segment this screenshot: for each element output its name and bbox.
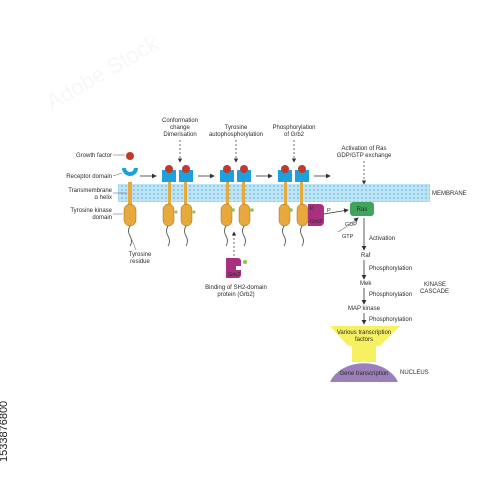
phosphorylation-label-2: Phosphorylation bbox=[369, 292, 412, 298]
ras-protein bbox=[350, 202, 374, 216]
p-label-2: P bbox=[327, 208, 331, 214]
transcription-factor-arrow bbox=[330, 326, 400, 362]
mek-label: Mek bbox=[360, 281, 372, 287]
raf-label: Raf bbox=[361, 253, 371, 259]
binding-sh2-label-1: Binding of SH2-domain bbox=[205, 285, 267, 291]
tyrosine-auto-label-1: Tyrosine bbox=[225, 125, 248, 131]
grb2-free-label: Grb2 bbox=[228, 272, 240, 278]
gtp-label: GTP bbox=[342, 234, 354, 240]
binding-sh2-label-2: protein (Grb2) bbox=[217, 292, 254, 298]
tyrosine-residue-label-1: Tyrosine bbox=[129, 252, 152, 258]
map-kinase-label: MAP kinase bbox=[348, 306, 381, 312]
gdp-label: GDP bbox=[345, 222, 357, 228]
kinase-cascade-label-2: CASCADE bbox=[420, 289, 449, 295]
receptor-monomer bbox=[122, 152, 138, 247]
receptor-domain-label: Receptor domain bbox=[66, 174, 112, 180]
receptor-dimer-3 bbox=[220, 165, 254, 247]
tyrosine-residue-label-2: residue bbox=[130, 259, 150, 265]
transmembrane-label-1: Transmembrane bbox=[68, 188, 112, 194]
phosphorylation-label-3: Phosphorylation bbox=[369, 317, 412, 323]
conformation-label-2: change bbox=[170, 125, 190, 131]
nucleus-shape bbox=[330, 363, 398, 382]
receptor-dimer-4 bbox=[278, 165, 324, 247]
tyrosine-tail bbox=[128, 225, 132, 247]
tyrosine-kinase-label-2: domain bbox=[92, 215, 112, 221]
receptor-dimer-2 bbox=[162, 165, 196, 247]
activation-ras-label-2: GDP/GTP exchange bbox=[337, 153, 392, 159]
membrane-label: MEMBRANE bbox=[432, 191, 467, 197]
phos-grb2-label-2: of Grb2 bbox=[284, 132, 305, 138]
activation-ras-label-1: Activation of Ras bbox=[341, 146, 386, 152]
gene-transcription-label: Gene transcription bbox=[339, 371, 388, 377]
gtp-to-gdp-arrow bbox=[337, 217, 359, 233]
grb2-to-ras-arrow bbox=[323, 208, 349, 215]
membrane-dots bbox=[118, 184, 430, 202]
conformation-label-1: Conformation bbox=[162, 118, 198, 124]
various-tf-label-1: Various transcription bbox=[337, 330, 391, 336]
phos-grb2-label-1: Phosphorylation bbox=[272, 125, 315, 131]
image-id-text: 1533876800 bbox=[0, 400, 10, 462]
growth-factor-ligand bbox=[126, 152, 134, 160]
grb2-bound-protein bbox=[308, 204, 324, 226]
grb2-free-phosphate bbox=[243, 260, 247, 264]
tyrosine-auto-label-2: autophosphorylation bbox=[209, 132, 263, 138]
transmembrane-label-2: α helix bbox=[95, 195, 112, 201]
ras-label: Ras bbox=[357, 207, 368, 213]
activation-label: Activation bbox=[369, 236, 395, 242]
kinase-cascade-label-1: KINASE bbox=[424, 282, 446, 288]
conformation-label-3: Dimerisation bbox=[163, 132, 196, 138]
p-label-1: P bbox=[310, 206, 314, 212]
transmembrane-helix bbox=[128, 182, 132, 204]
various-tf-label-2: factors bbox=[355, 337, 373, 343]
tyrosine-kinase-domain bbox=[123, 203, 137, 227]
phosphorylation-label-1: Phosphorylation bbox=[369, 266, 412, 272]
nucleus-label: NUCLEUS bbox=[400, 370, 429, 376]
receptor-domain-head bbox=[122, 168, 138, 176]
grb2-bound-label: Grb2 bbox=[310, 219, 322, 225]
grb2-free-protein bbox=[226, 258, 241, 278]
tyrosine-kinase-label-1: Tyrosine kinase bbox=[70, 208, 112, 214]
growth-factor-label: Growth factor bbox=[76, 153, 112, 159]
